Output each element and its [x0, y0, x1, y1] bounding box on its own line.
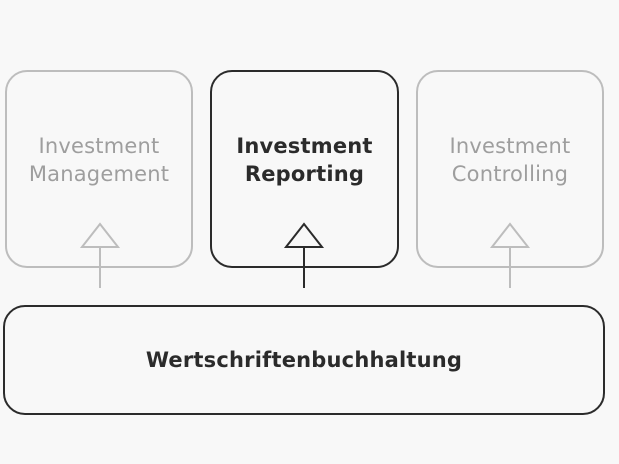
module-label-line1: Investment — [38, 134, 160, 158]
module-label: Investment Reporting — [236, 132, 372, 188]
base-label: Wertschriftenbuchhaltung — [145, 348, 463, 372]
module-investment-controlling: Investment Controlling — [416, 70, 604, 268]
module-investment-reporting: Investment Reporting — [210, 70, 399, 268]
module-label: Investment Management — [29, 132, 169, 188]
module-label-line1: Investment — [449, 134, 571, 158]
module-label: Investment Controlling — [450, 132, 571, 188]
module-label-line2: Management — [28, 162, 170, 186]
module-label-line1: Investment — [236, 134, 373, 158]
module-investment-management: Investment Management — [5, 70, 193, 268]
module-label-line2: Controlling — [451, 162, 569, 186]
base-wertschriftenbuchhaltung: Wertschriftenbuchhaltung — [3, 305, 605, 415]
module-label-line2: Reporting — [244, 162, 365, 186]
